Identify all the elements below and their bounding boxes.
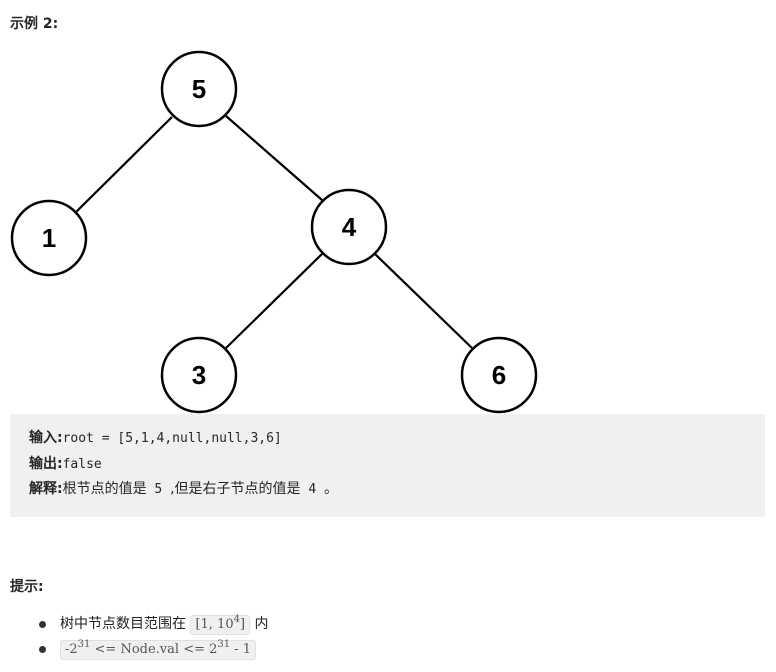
node-label: 5 (192, 74, 206, 104)
tree-node: 4 (310, 188, 388, 266)
explanation-text: 。 (324, 481, 339, 497)
output-label: 输出: (29, 456, 63, 472)
explanation-value: 4 (300, 482, 325, 497)
output-value: false (62, 457, 102, 472)
edge-4-3 (225, 253, 323, 349)
bullet-icon (39, 621, 46, 628)
tree-node: 1 (10, 199, 88, 277)
explanation-label: 解释: (29, 481, 63, 497)
edge-5-4 (225, 115, 323, 201)
node-label: 6 (492, 360, 506, 390)
node-label: 3 (192, 360, 206, 390)
bullet-icon (39, 646, 46, 653)
hint-item: 树中节点数目范围在 [1, 104] 内 (0, 612, 269, 637)
tree-node: 3 (160, 336, 238, 414)
tree-node: 5 (160, 50, 238, 128)
inline-code: [1, 104] (190, 615, 251, 635)
node-label: 1 (42, 223, 56, 253)
node-label: 4 (342, 212, 357, 242)
input-label: 输入: (29, 430, 63, 446)
hint-text: 内 (254, 616, 269, 632)
input-value: root = [5,1,4,null,null,3,6] (62, 431, 282, 446)
edge-4-6 (374, 253, 473, 349)
hint-heading: 提示: (10, 579, 44, 595)
example-heading: 示例 2: (10, 16, 59, 32)
inline-code: -231 <= Node.val <= 231 - 1 (60, 640, 257, 660)
explanation-value: 5 (146, 482, 171, 497)
hint-list: 树中节点数目范围在 [1, 104] 内 -231 <= Node.val <=… (0, 612, 269, 662)
edge-5-1 (75, 116, 173, 213)
example-code-block: 输入:root = [5,1,4,null,null,3,6] 输出:false… (10, 414, 765, 517)
binary-tree-diagram: 5 1 4 3 6 (10, 50, 538, 414)
hint-text: 树中节点数目范围在 (60, 616, 186, 632)
explanation-text: ,但是右子节点的值是 (170, 481, 301, 497)
explanation-text: 根节点的值是 (62, 481, 147, 497)
explanation-line: 解释:根节点的值是 5 ,但是右子节点的值是 4 。 (29, 477, 338, 503)
output-line: 输出:false (29, 452, 102, 478)
tree-node: 6 (460, 336, 538, 414)
hint-item: -231 <= Node.val <= 231 - 1 (0, 637, 269, 662)
input-line: 输入:root = [5,1,4,null,null,3,6] (29, 426, 282, 452)
